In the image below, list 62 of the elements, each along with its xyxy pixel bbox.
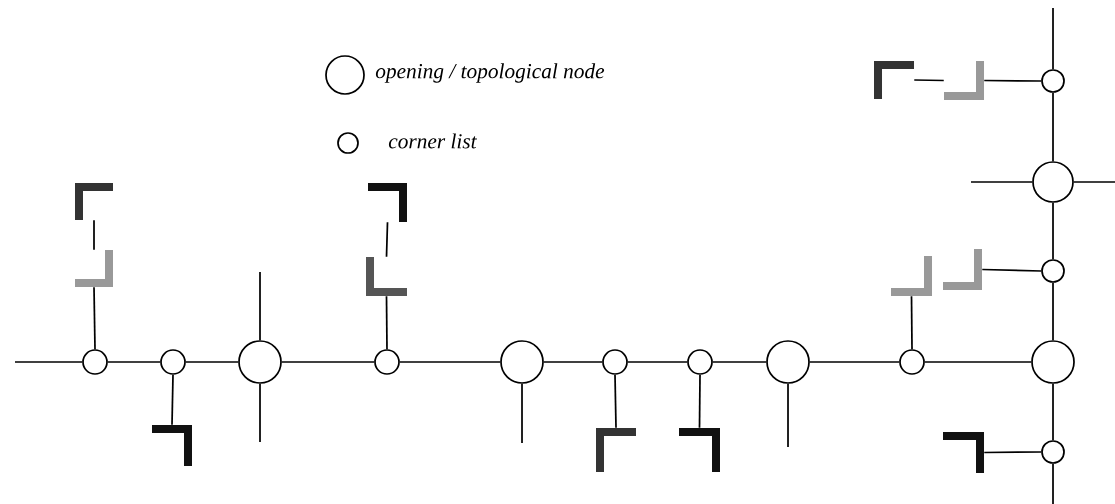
connector-line: [521, 383, 523, 444]
connector-line: [924, 361, 1032, 363]
connector-line: [399, 361, 501, 363]
corner-mark: [152, 425, 192, 466]
connector-line: [1052, 7, 1054, 70]
connector-line: [970, 181, 1033, 183]
corner-mark: [368, 183, 407, 222]
node-circle: [766, 340, 810, 384]
connector-line: [385, 221, 389, 258]
corner-mark: [366, 257, 407, 296]
connector-line: [1052, 383, 1054, 441]
connector-line: [543, 361, 603, 363]
connector-line: [1052, 282, 1054, 341]
connector-line: [787, 383, 789, 448]
connector-line: [627, 361, 688, 363]
connector-line: [1073, 181, 1115, 183]
node-circle: [899, 349, 925, 375]
node-circle: [687, 349, 713, 375]
connector-line: [259, 271, 261, 341]
legend-label: corner list: [388, 133, 477, 149]
corner-mark: [874, 61, 914, 99]
connector-line: [93, 286, 96, 350]
connector-line: [913, 79, 945, 82]
corner-mark: [75, 250, 113, 287]
connector-line: [14, 361, 83, 363]
node-circle: [238, 340, 282, 384]
connector-line: [1052, 92, 1054, 162]
node-circle: [1041, 69, 1065, 93]
connector-line: [809, 361, 900, 363]
connector-line: [983, 79, 1042, 82]
corner-mark: [891, 256, 932, 296]
node-circle: [374, 349, 400, 375]
node-circle: [500, 340, 544, 384]
connector-line: [281, 361, 375, 363]
corner-mark: [75, 183, 113, 220]
connector-line: [712, 361, 767, 363]
corner-mark: [679, 428, 720, 472]
legend-label: opening / topological node: [375, 63, 605, 83]
connector-line: [185, 361, 239, 363]
node-circle: [160, 349, 186, 375]
corner-mark: [596, 428, 636, 472]
connector-line: [1052, 202, 1054, 260]
node-circle: [1032, 161, 1074, 203]
connector-line: [981, 268, 1042, 272]
connector-line: [614, 374, 617, 429]
node-circle: [1041, 440, 1065, 464]
connector-line: [93, 219, 95, 251]
corner-mark: [943, 249, 982, 290]
node-circle: [1031, 340, 1075, 384]
corner-mark: [944, 61, 984, 100]
node-circle: [82, 349, 108, 375]
connector-line: [983, 451, 1042, 454]
node-circle: [1041, 259, 1065, 283]
connector-line: [910, 295, 913, 350]
connector-line: [259, 383, 261, 443]
connector-line: [385, 295, 388, 350]
connector-line: [171, 374, 174, 426]
connector-line: [698, 374, 701, 429]
connector-line: [107, 361, 161, 363]
node-circle: [602, 349, 628, 375]
connector-line: [1052, 463, 1054, 504]
corner-mark: [943, 432, 984, 473]
